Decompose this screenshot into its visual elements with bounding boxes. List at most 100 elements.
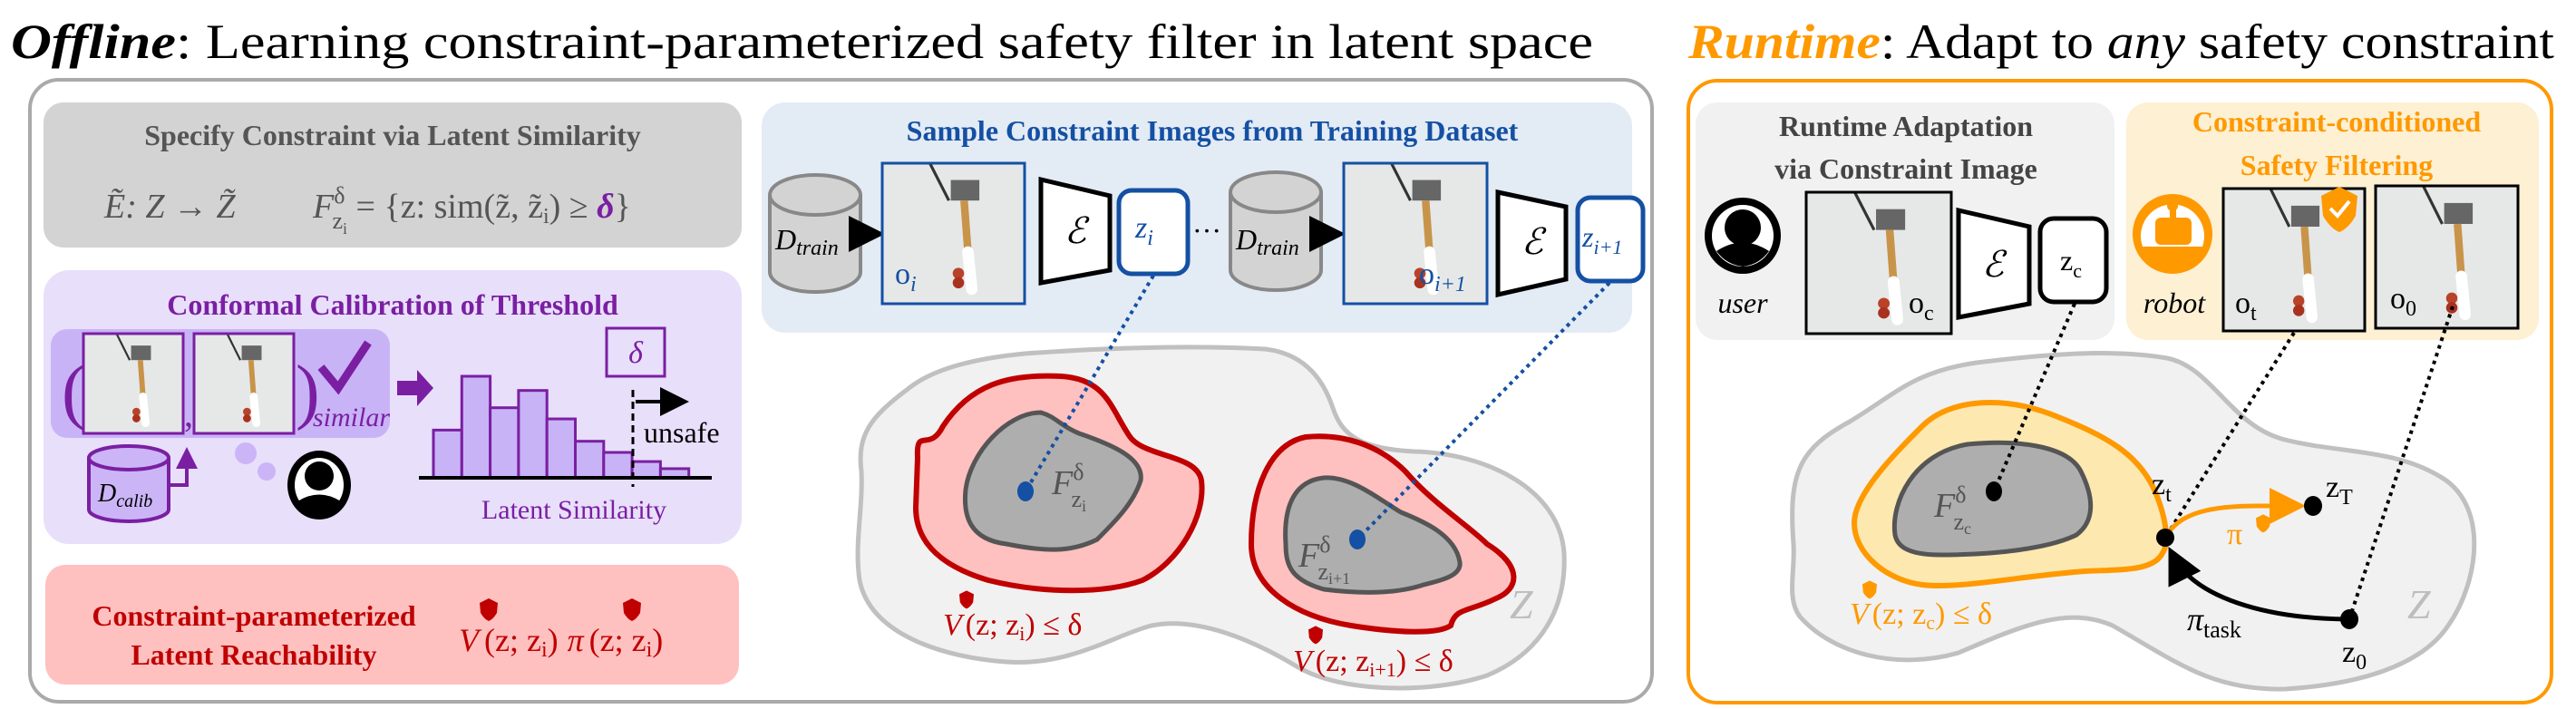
offline-title: Offline: Learning constraint-parameteriz… — [11, 15, 1593, 69]
thought-bubble — [258, 462, 276, 481]
histogram-bar — [574, 440, 606, 480]
offline-title-text: : Learning constraint-parameterized safe… — [176, 15, 1593, 69]
calibration-title: Conformal Calibration of Threshold — [167, 288, 618, 321]
training-dataset-cylinder: Dtrain — [768, 173, 862, 294]
calibration-box: Conformal Calibration of Threshold ( , )… — [44, 270, 742, 544]
user-label: user — [1717, 287, 1768, 319]
observation-label-i: oi — [895, 257, 917, 296]
current-observation-label: ot — [2235, 287, 2257, 325]
dataset-subscript: train — [796, 237, 839, 260]
histogram-bar — [432, 428, 463, 480]
initial-state-label: z0 — [2342, 636, 2367, 675]
histogram-bar — [460, 374, 492, 480]
latent-point-i-plus-1 — [1349, 529, 1366, 549]
set-superscript: δ — [334, 182, 345, 209]
user-icon — [1705, 198, 1781, 274]
latent-box-i-plus-1 — [1575, 195, 1646, 284]
runtime-title-text: : Adapt to — [1881, 15, 2107, 69]
projection-line-initial — [2348, 306, 2454, 620]
value-args-subscript: i — [541, 638, 548, 662]
policy-symbol: π — [568, 622, 585, 658]
encoder-block — [1495, 189, 1569, 298]
shield-check-icon — [2321, 187, 2357, 232]
histogram-bar — [602, 451, 634, 480]
observation-image-i — [882, 163, 1026, 304]
adaptation-title-line2: via Constraint Image — [1774, 152, 2037, 185]
svg-text:Dtrain: Dtrain — [1235, 223, 1299, 260]
histogram-bar — [545, 417, 578, 480]
dataset-subscript: calib — [116, 491, 152, 511]
similar-label: similar — [313, 403, 390, 432]
specify-constraint-title: Specify Constraint via Latent Similarity — [144, 119, 641, 151]
histogram-xlabel: Latent Similarity — [481, 495, 666, 525]
histogram-bar — [489, 406, 520, 480]
set-body: = {z: sim(z̃, z̃ — [347, 188, 543, 226]
set-subsubscript: i — [343, 219, 347, 238]
close-paren: ) — [296, 352, 320, 432]
reachability-box: Constraint-parameterized Latent Reachabi… — [45, 565, 739, 685]
constraint-latent-label: zc — [2060, 244, 2082, 282]
latent-label-i-plus-1: zi+1 — [1581, 220, 1622, 258]
set-close: } — [615, 188, 631, 226]
calibration-image-1 — [83, 334, 183, 433]
initial-state-point — [2340, 609, 2358, 629]
histogram-bar — [630, 460, 662, 480]
offline-title-emphasis: Offline — [11, 15, 176, 69]
dataset-subscript: train — [1257, 237, 1299, 260]
ellipsis: ··· — [1192, 214, 1221, 247]
policy-args: (z; z — [589, 622, 646, 658]
latent-box-i — [1116, 188, 1191, 277]
threshold-symbol: δ — [628, 336, 644, 370]
current-state-point — [2156, 529, 2174, 547]
upload-arrow-icon — [169, 447, 198, 487]
runtime-title-emphasis: Runtime — [1687, 15, 1881, 69]
unsafe-label: unsafe — [644, 416, 720, 449]
threshold-box — [605, 326, 666, 378]
set-subscript: z — [332, 208, 343, 234]
open-paren: ( — [62, 352, 86, 432]
dataset-symbol: D — [1235, 223, 1257, 256]
task-policy-arrow — [2168, 547, 2348, 622]
user-icon — [287, 451, 351, 520]
constraint-latent-point — [1986, 481, 2002, 501]
histogram-bar — [517, 389, 549, 480]
goal-state-label: zT — [2326, 471, 2353, 510]
encoder-symbol: ℰ — [1982, 244, 2007, 285]
robot-label: robot — [2143, 287, 2206, 319]
value-args-end: ) — [548, 622, 559, 658]
constraint-latent-box — [2037, 216, 2109, 305]
encoder-map-formula: Ẽ: Z → Z̃ — [103, 188, 237, 226]
svg-text:Dcalib: Dcalib — [97, 480, 152, 511]
set-body-subscript: i — [543, 205, 549, 228]
set-body-end: ) ≥ — [549, 188, 598, 226]
current-state-label: zt — [2152, 468, 2172, 507]
runtime-title-any: any — [2107, 15, 2185, 69]
runtime-title: Runtime: Adapt to any safety constraint — [1687, 15, 2554, 69]
projection-line-i — [1024, 274, 1155, 493]
runtime-title-rest: safety constraint — [2185, 15, 2554, 69]
sampling-title: Sample Constraint Images from Training D… — [907, 114, 1519, 147]
runtime-latent-space-label: Z — [2407, 581, 2431, 627]
latent-label-i: zi — [1134, 211, 1153, 250]
calibration-dataset-cylinder: Dcalib — [87, 444, 170, 523]
calibration-image-2 — [194, 334, 294, 433]
reachability-title-line1: Constraint-parameterized — [92, 599, 415, 632]
dataset-symbol: D — [97, 480, 116, 508]
sampling-box: Sample Constraint Images from Training D… — [762, 102, 1646, 333]
projection-line-constraint — [1992, 303, 2076, 492]
initial-observation-image — [2376, 186, 2519, 329]
robot-icon — [2133, 194, 2212, 274]
dataset-symbol: D — [774, 223, 796, 256]
policy-args-subscript: i — [646, 638, 653, 662]
filtering-title-line1: Constraint-conditioned — [2192, 105, 2481, 138]
latent-space-label: Z — [1510, 581, 1533, 627]
reachability-title-line2: Latent Reachability — [131, 638, 376, 671]
safe-policy-label: π — [2227, 518, 2242, 551]
constraint-image — [1806, 192, 1952, 334]
